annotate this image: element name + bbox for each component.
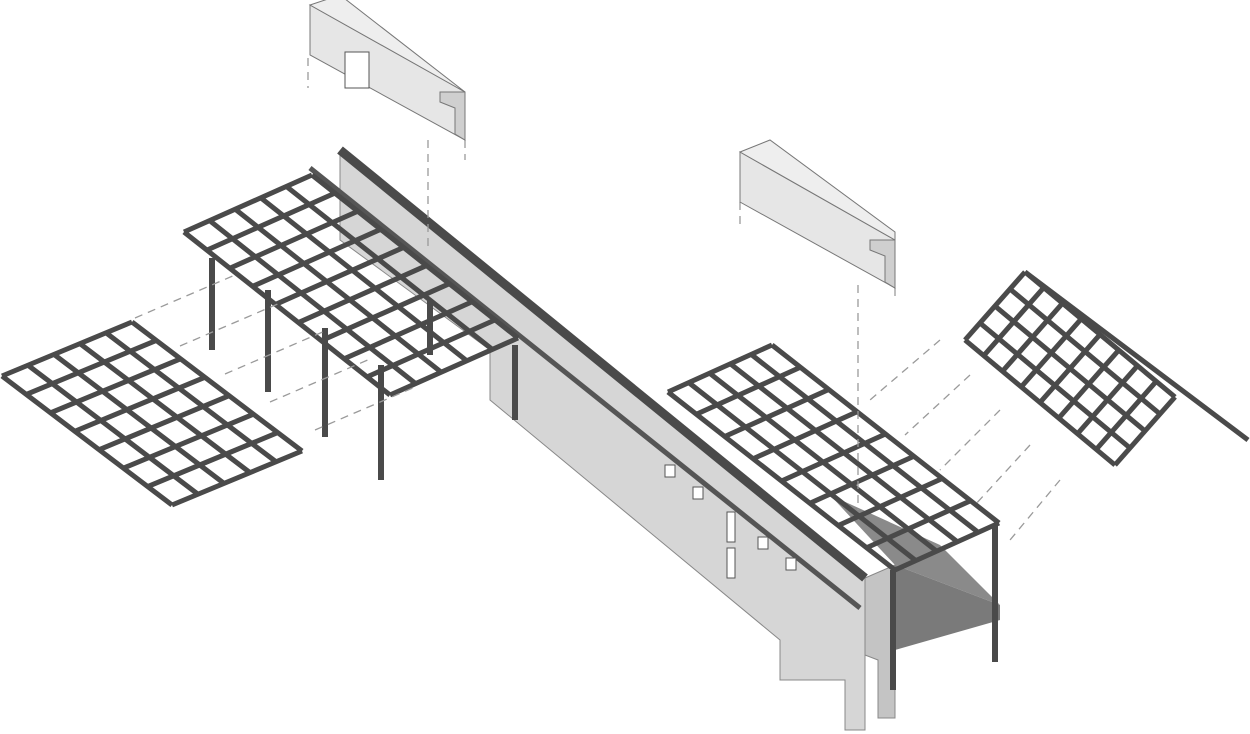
grid-member — [52, 352, 226, 486]
grid-member — [780, 431, 887, 484]
grid-member — [666, 342, 774, 395]
grid-member — [963, 270, 1027, 342]
spine-beam — [337, 146, 868, 582]
grid-member — [122, 411, 255, 471]
grid-member — [251, 227, 382, 289]
guide-line — [314, 386, 416, 431]
grid-member — [284, 184, 494, 352]
grid-member — [1, 319, 133, 379]
grid-member — [130, 320, 304, 453]
grid-member — [171, 448, 303, 508]
grid-member — [228, 208, 359, 271]
roof-module-left — [308, 0, 466, 141]
grid-member — [182, 230, 392, 397]
windows — [664, 464, 797, 579]
grid-member — [865, 498, 972, 551]
canopy-grid-right — [666, 342, 1001, 573]
grid-member — [49, 356, 182, 416]
grid-member — [1038, 332, 1102, 405]
guide-line — [269, 358, 371, 403]
grid-member — [1056, 348, 1121, 420]
deck-slab — [895, 565, 1000, 650]
columns — [209, 258, 998, 690]
guide-line — [974, 444, 1031, 506]
guide-line — [939, 409, 1001, 471]
grid-member — [146, 430, 279, 489]
grid-edge — [1023, 270, 1250, 442]
grid-member — [1075, 364, 1140, 436]
grid-member — [205, 190, 336, 253]
guide-line — [179, 302, 281, 347]
floor-grid-left — [0, 319, 304, 508]
grid-member — [310, 173, 520, 340]
grid-member — [274, 245, 405, 307]
guide-line — [1009, 479, 1061, 541]
grid-member — [98, 393, 231, 453]
roof-module-right — [738, 139, 896, 289]
grid-member — [78, 341, 252, 475]
deck-floor — [830, 495, 1000, 605]
grid-member — [297, 263, 428, 325]
grid-member — [723, 387, 830, 439]
grid-member — [695, 364, 802, 417]
guide-line — [904, 374, 971, 436]
assembly-guides — [134, 58, 1061, 541]
grid-member — [182, 172, 314, 235]
grid-member — [388, 335, 520, 398]
guide-line — [134, 274, 236, 319]
grid-member — [0, 374, 174, 507]
grid-member — [73, 374, 206, 434]
grid-member — [233, 207, 443, 375]
guide-line — [224, 330, 326, 375]
guide-line — [869, 339, 941, 401]
grid-member — [893, 520, 1001, 573]
grid-member — [208, 218, 418, 386]
central-wall — [308, 146, 1000, 731]
grid-member — [1000, 301, 1065, 373]
grid-member — [1019, 317, 1084, 389]
floor-grid-right — [963, 270, 1177, 467]
grid-member — [104, 330, 278, 464]
grid-member — [808, 453, 915, 506]
grid-member — [343, 299, 474, 362]
grid-member — [752, 409, 859, 462]
grid-member — [981, 285, 1046, 358]
spine-beam-lower — [308, 166, 862, 610]
grid-member — [837, 476, 944, 528]
grid-member — [320, 281, 451, 343]
grid-member — [25, 338, 158, 397]
grid-member — [1113, 395, 1177, 467]
grid-member — [1094, 379, 1159, 452]
grid-member — [26, 363, 200, 497]
wall-panel — [339, 150, 866, 731]
